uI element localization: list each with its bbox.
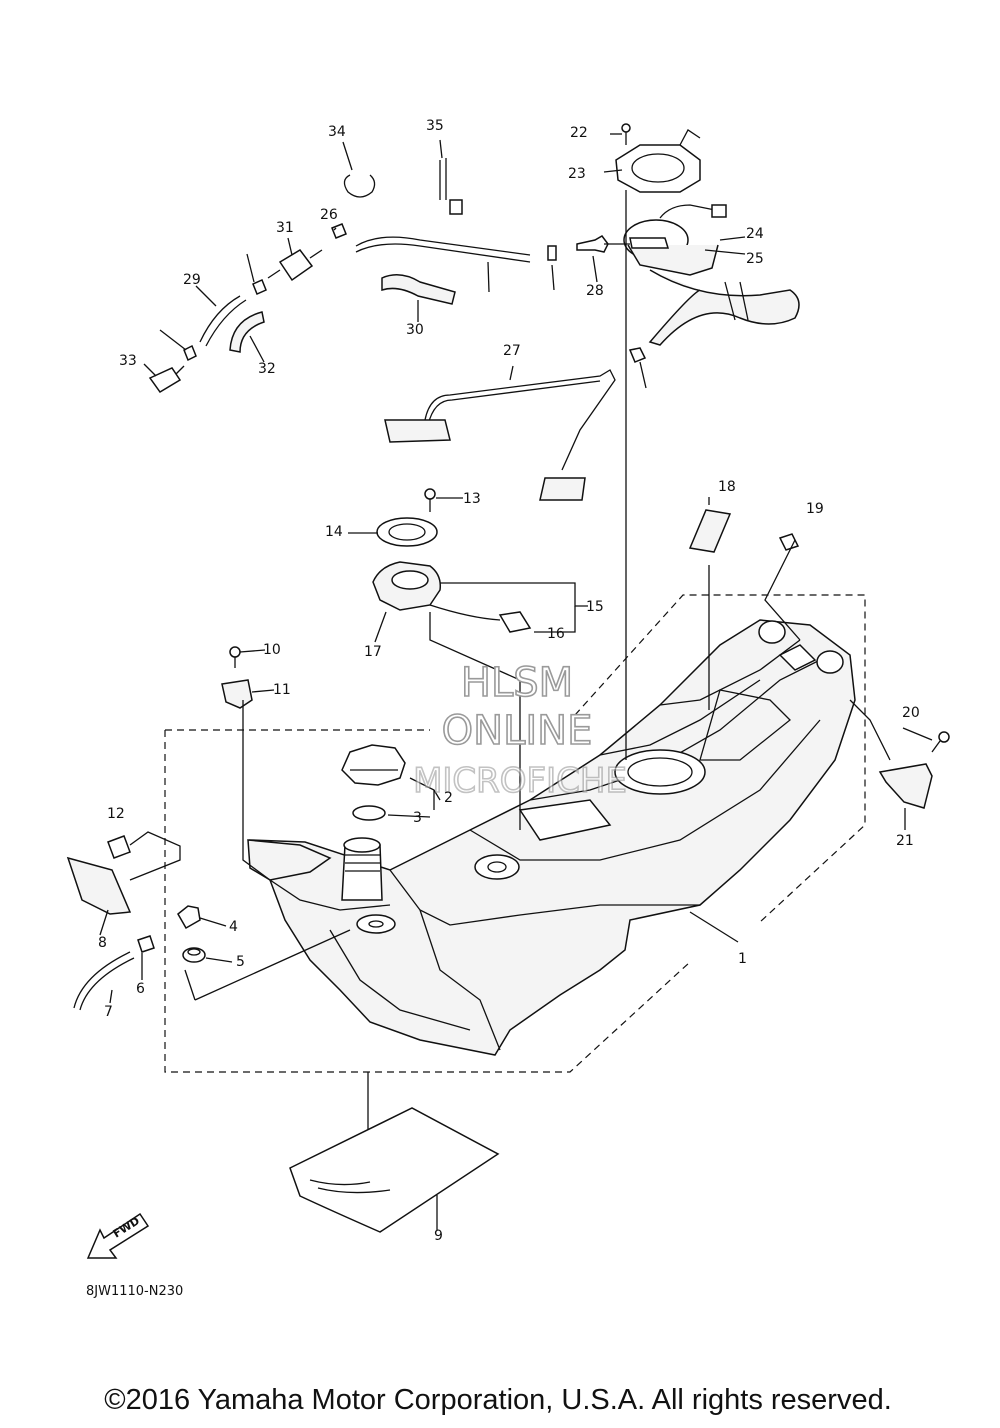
- callout-8: 8: [98, 935, 107, 951]
- hose-clamp-26b: [628, 347, 647, 363]
- callout-11: 11: [273, 682, 291, 698]
- callout-3: 3: [413, 810, 422, 826]
- hose-clamp-34: [343, 174, 376, 198]
- callout-10: 10: [263, 642, 281, 658]
- nut-12: [107, 835, 131, 859]
- callout-9: 9: [434, 1228, 443, 1244]
- copyright-notice: ©2016 Yamaha Motor Corporation, U.S.A. A…: [104, 1384, 892, 1416]
- fuel-tank: [248, 619, 856, 1056]
- hose-clamp-26c: [331, 223, 347, 239]
- bolt-10: [229, 646, 241, 668]
- watermark-line-1: HLSM: [461, 660, 573, 706]
- callout-4: 4: [229, 919, 238, 935]
- callout-14: 14: [325, 524, 343, 540]
- callout-28: 28: [586, 283, 604, 299]
- callout-32: 32: [258, 361, 276, 377]
- callout-33: 33: [119, 353, 137, 369]
- callout-24: 24: [746, 226, 764, 242]
- pump-set-plate: [615, 129, 701, 193]
- callout-18: 18: [718, 479, 736, 495]
- callout-23: 23: [568, 166, 586, 182]
- band-35: [439, 158, 463, 215]
- tank-mount-bracket: [247, 839, 332, 881]
- drawing-code: 8JW1110-N230: [86, 1284, 183, 1299]
- callout-12: 12: [107, 806, 125, 822]
- damper-8: [66, 856, 132, 915]
- watermark-line-2: ONLINE: [442, 708, 593, 754]
- callout-16: 16: [547, 626, 565, 642]
- joint-4: [177, 905, 201, 930]
- callout-30: 30: [406, 322, 424, 338]
- fuel-connector: [576, 235, 630, 253]
- protector-sheet-9: [289, 1107, 500, 1233]
- callout-34: 34: [328, 124, 346, 140]
- clamp-6: [137, 935, 155, 953]
- callout-2: 2: [444, 790, 453, 806]
- clip-11: [221, 679, 253, 709]
- callout-13: 13: [463, 491, 481, 507]
- fuel-hose-29b: [199, 295, 247, 347]
- bracket-21: [878, 763, 933, 809]
- nut-19: [778, 533, 800, 551]
- leader-lines: [99, 133, 933, 1230]
- bolt-20: [931, 731, 950, 753]
- pad-18: [688, 509, 732, 553]
- callout-5: 5: [236, 954, 245, 970]
- callout-17: 17: [364, 644, 382, 660]
- fuel-filter: [267, 249, 323, 282]
- callout-26: 26: [320, 207, 338, 223]
- watermark-line-3: MICROFICHE: [413, 761, 627, 801]
- fuel-cap: [341, 744, 406, 786]
- callout-22: 22: [570, 125, 588, 141]
- callout-21: 21: [896, 833, 914, 849]
- hose-7: [73, 951, 135, 1011]
- fuel-hose-32: [229, 311, 265, 353]
- hose-fitting-33: [148, 365, 185, 393]
- callout-1: 1: [738, 951, 747, 967]
- hose-clamp-26a: [547, 245, 557, 261]
- hose-clamp-26d: [252, 278, 267, 296]
- callout-35: 35: [426, 118, 444, 134]
- callout-25: 25: [746, 251, 764, 267]
- breather-hose-27: [384, 369, 616, 501]
- filler-neck: [341, 837, 396, 934]
- watermark: HLSM ONLINE MICROFICHE: [412, 659, 627, 802]
- hose-clamp-26e: [183, 344, 197, 362]
- fuel-pump-assembly: [623, 204, 800, 346]
- callout-20: 20: [902, 705, 920, 721]
- fuel-hose-30: [381, 274, 456, 305]
- forward-direction-arrow: FWD: [86, 1212, 150, 1259]
- callout-7: 7: [104, 1004, 113, 1020]
- sender-gasket: [376, 517, 438, 547]
- fuel-sender-unit: [372, 561, 532, 633]
- callout-19: 19: [806, 501, 824, 517]
- grommet-5: [182, 947, 206, 963]
- callout-29: 29: [183, 272, 201, 288]
- callout-27: 27: [503, 343, 521, 359]
- o-ring: [352, 805, 386, 821]
- bolt-22: [621, 123, 631, 145]
- bolt-13: [424, 488, 436, 512]
- callout-31: 31: [276, 220, 294, 236]
- fuel-hose-29a: [355, 236, 531, 263]
- callout-6: 6: [136, 981, 145, 997]
- callout-15: 15: [586, 599, 604, 615]
- callout-labels: 1234567891011121314151617181920212223242…: [98, 118, 920, 1244]
